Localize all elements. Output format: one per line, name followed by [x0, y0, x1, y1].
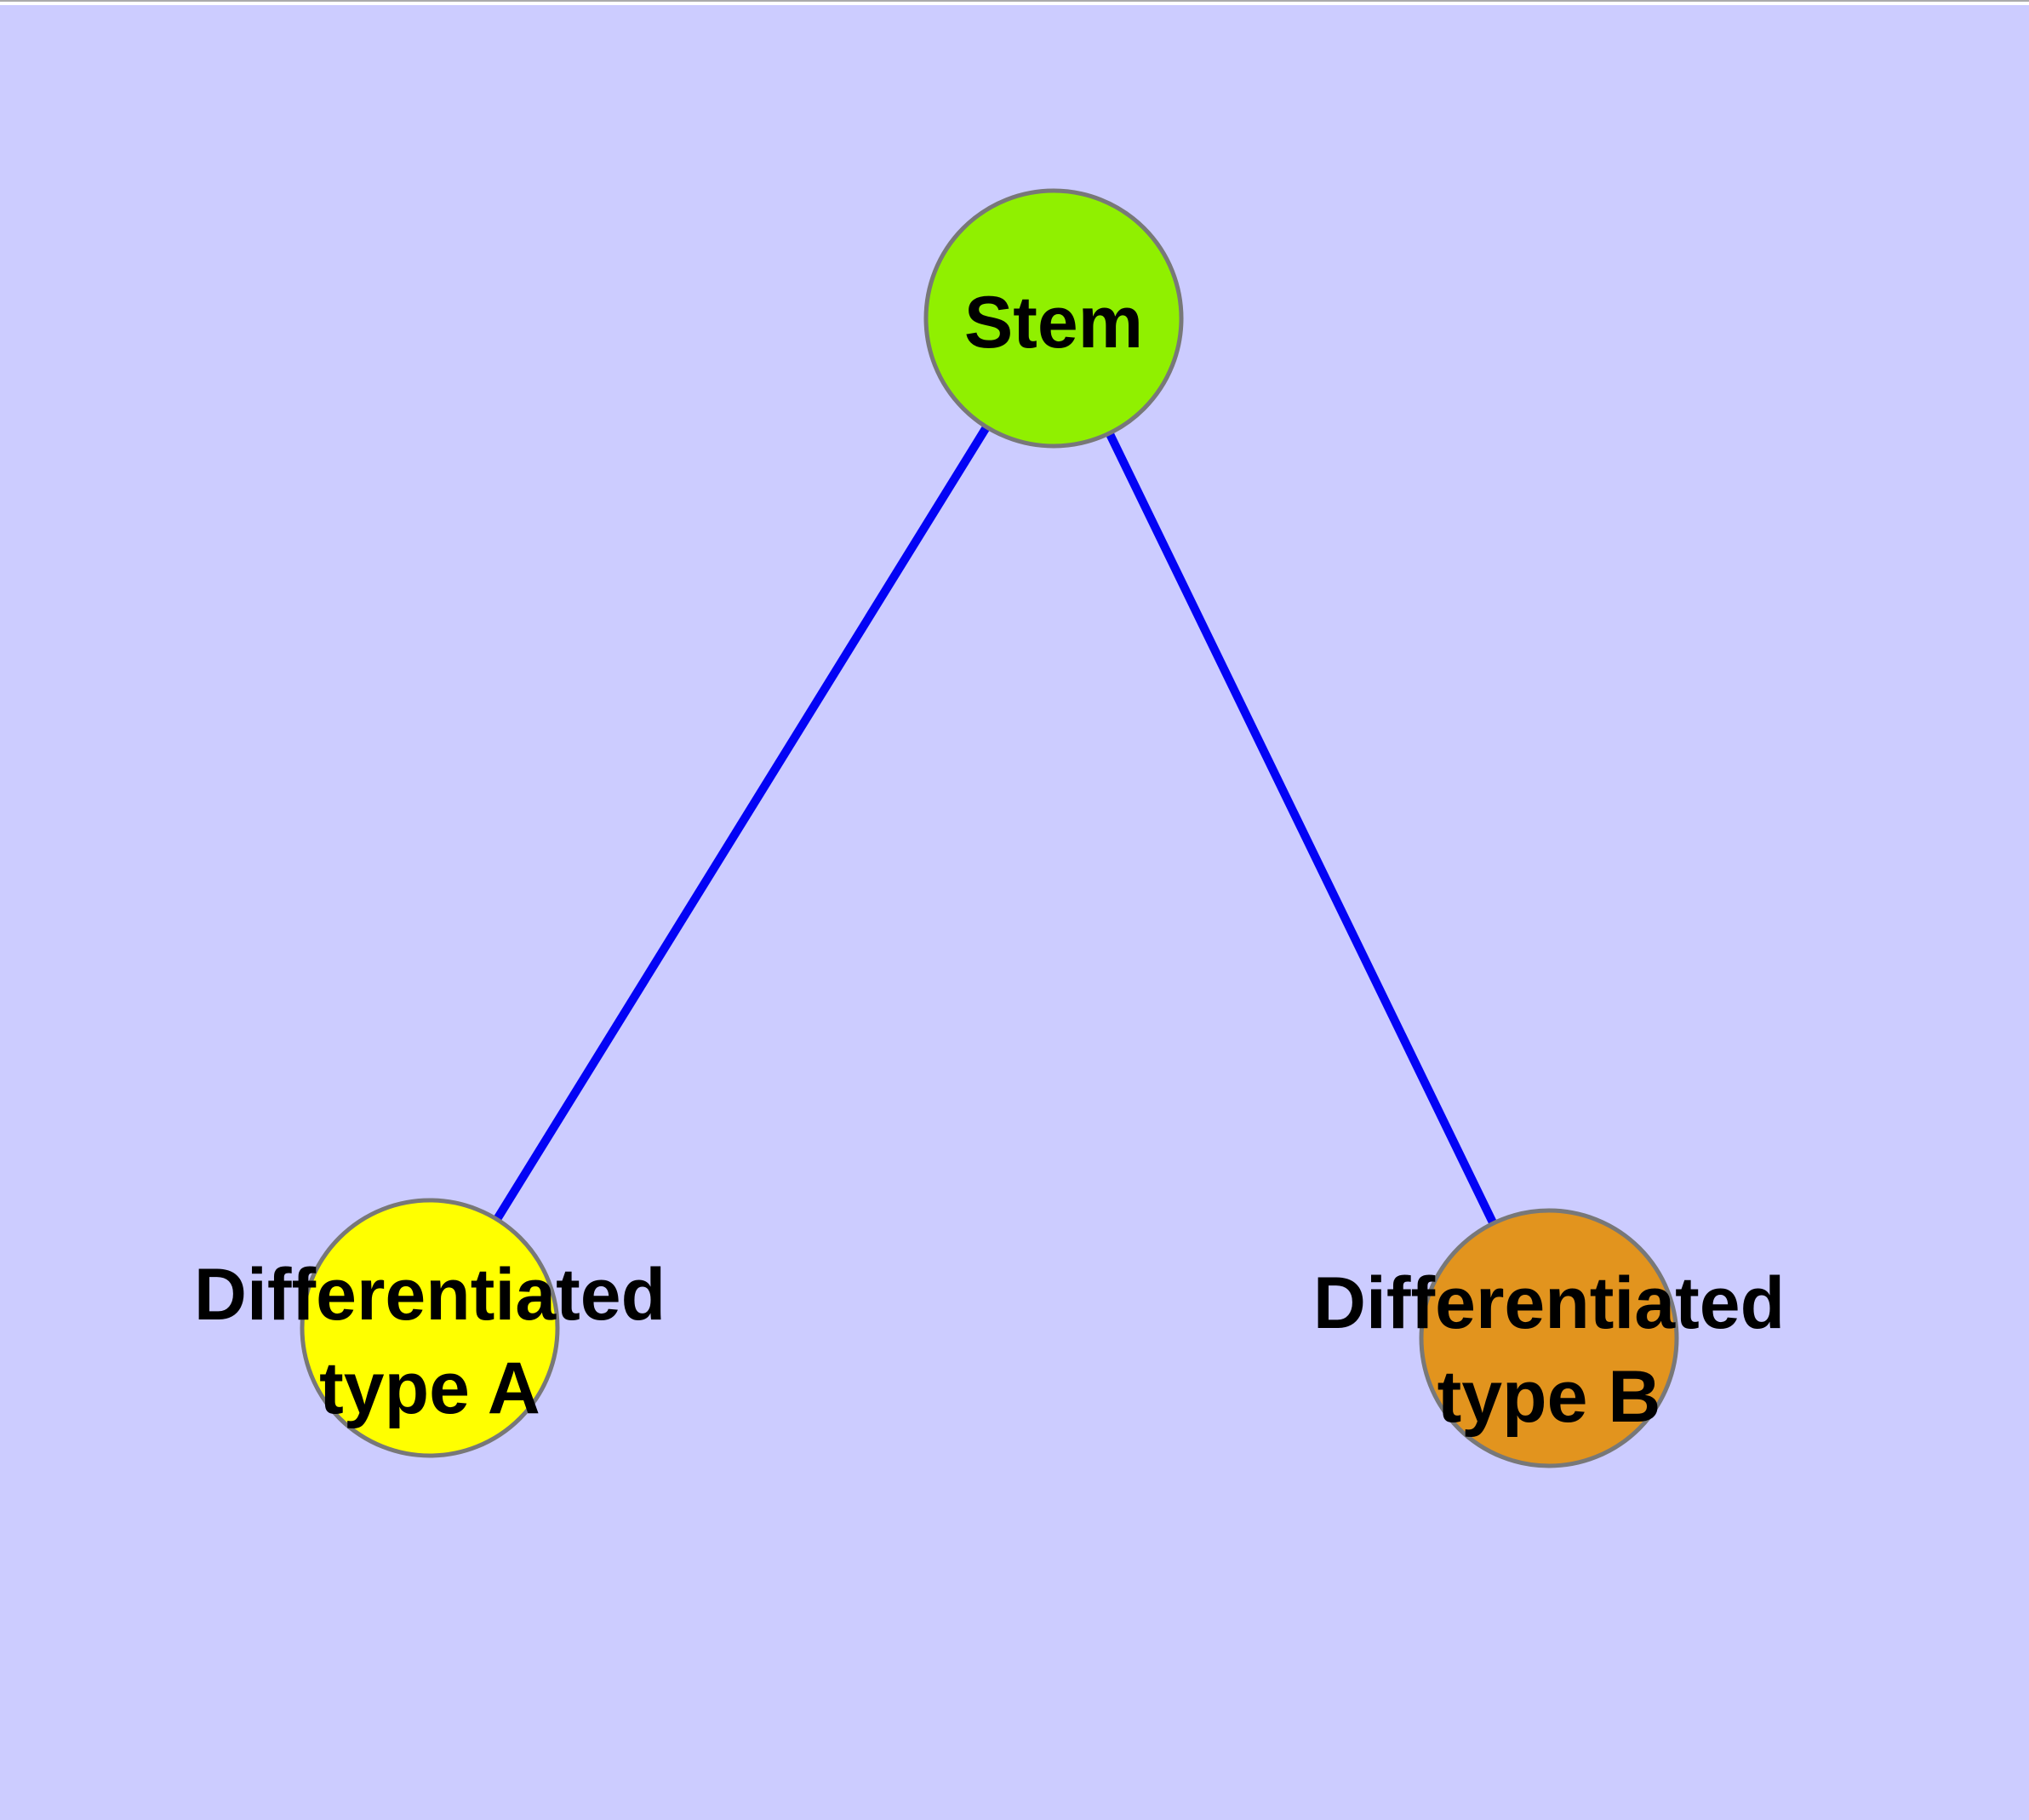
edge-stem-to-type-b — [1049, 316, 1553, 1341]
node-stem: Stem — [923, 188, 1184, 449]
node-type-a-circle[interactable] — [300, 1198, 560, 1458]
top-hairline — [0, 0, 2029, 2]
node-type-a-label-line-1: Differentiated — [194, 1254, 666, 1336]
edge-stem-to-type-a — [426, 316, 1058, 1331]
node-type-a-label-line-2: type A — [319, 1348, 540, 1429]
node-differentiated-type-a: Differentiated type A — [194, 1198, 666, 1458]
node-stem-label: Stem — [964, 282, 1143, 363]
node-stem-circle[interactable] — [923, 188, 1184, 449]
node-type-b-circle[interactable] — [1419, 1208, 1679, 1468]
node-type-b-label-line-1: Differentiated — [1313, 1262, 1785, 1344]
node-differentiated-type-b: Differentiated type B — [1313, 1208, 1785, 1468]
node-type-b-label-line-2: type B — [1437, 1356, 1661, 1438]
top-edge-strip — [0, 2, 2029, 5]
